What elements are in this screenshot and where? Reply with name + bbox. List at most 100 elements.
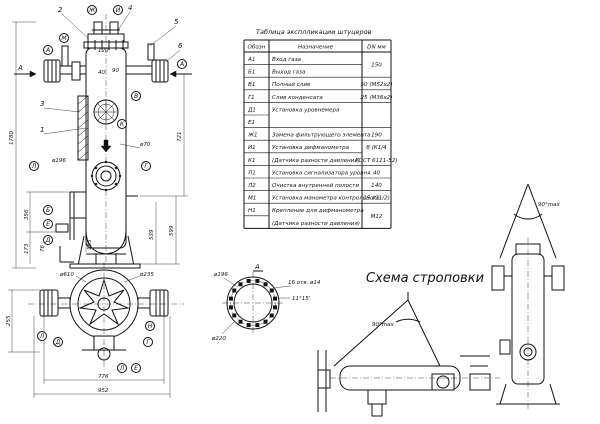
dim-1780-label: 1780: [9, 131, 15, 145]
bubble-g: Г: [144, 163, 148, 170]
bolt-hole: [255, 323, 260, 328]
plan-bubble-l2: Л: [119, 365, 125, 372]
table-row-7-name: Установка дифманометра: [272, 145, 350, 151]
bolt-hole: [273, 296, 278, 301]
bolt-hole: [232, 288, 237, 293]
bubble-i: И: [116, 7, 121, 14]
dim-721-label: 721: [177, 132, 183, 143]
bubble-b: Б: [46, 207, 50, 214]
top-nozzle-right: [109, 21, 119, 35]
bubble-a-right: А: [179, 61, 184, 68]
lifting-vertical: 90°max: [491, 183, 565, 410]
detail-dia220-label: ø220: [211, 336, 226, 342]
bolt-hole: [273, 305, 278, 310]
plan-bubble-g: Г: [146, 339, 150, 346]
plan-flange-right: [149, 289, 169, 317]
table-row-6-code: Ж1: [247, 133, 258, 139]
plan-dia235-label: ø235: [139, 272, 154, 278]
table-row-2-code: В1: [248, 82, 255, 88]
dim-599: 599: [140, 195, 188, 265]
dim-90-label: 90: [112, 68, 119, 74]
bubble-zh: Ж: [88, 7, 96, 14]
plan-bubble-e: Е: [134, 365, 138, 372]
table-row-4-code: Д1: [247, 107, 256, 113]
bolt-hole: [246, 323, 251, 328]
plan-bubble-d: Д: [55, 339, 61, 346]
table-header-dn: DN мм: [367, 45, 386, 51]
elevation-view: 1780 721 599 539 356 173 18: [9, 4, 192, 269]
bolt-hole: [238, 319, 243, 324]
bolt-hole: [255, 278, 260, 283]
inlet-collar: [71, 61, 81, 81]
dim-356: 356: [24, 191, 70, 232]
dim-dia70-label: ø70: [139, 142, 151, 148]
detail-a: А ø196 ø220 16 отв. ø14 11°15': [211, 263, 321, 342]
lifting-scheme: Схема строповки 90°max 90°max: [317, 183, 565, 417]
dim-185: 185: [85, 236, 93, 252]
bubble-l: Л: [31, 163, 37, 170]
outlet-pipe: [125, 65, 153, 75]
table-row-9-name: Установка сигнализатора уровня: [272, 170, 371, 176]
nozzle-right-top: [147, 43, 155, 61]
section-mark-left-label: А: [17, 64, 23, 72]
callout-5: 5: [174, 18, 179, 26]
table-row-8-dn: ГОСТ 6111-52): [355, 158, 397, 164]
table-row-5-code: Е1: [248, 120, 255, 126]
dim-776-label: 776: [98, 374, 109, 380]
table-row-12-name: Крепление для дифманометра: [272, 208, 364, 214]
dim-185-label: 185: [87, 239, 93, 250]
bubble-k: К: [120, 121, 125, 128]
table-row-6-dn: 190: [371, 133, 382, 139]
callout-4: 4: [128, 4, 132, 12]
table-header-name: Назначение: [298, 45, 334, 51]
filter-element: [77, 95, 89, 161]
detail-a-title: А: [254, 263, 260, 271]
callout-2: 2: [58, 6, 63, 14]
detail-dia196-label: ø196: [213, 272, 228, 278]
bubble-e: Е: [46, 221, 50, 228]
plan-dia610-label: ø610: [59, 272, 74, 278]
bolt-hole: [232, 313, 237, 318]
manhole-nozzle: [90, 160, 122, 192]
top-nozzle-left: [93, 21, 103, 35]
table-row-8-name: (Датчика разности давления): [272, 158, 360, 164]
table-row-7-code: И1: [248, 145, 256, 151]
table-row-1-code: Б1: [248, 70, 255, 76]
table-row-3-name: Слив конденсата: [272, 95, 323, 101]
lifting-angle-left: 90°max: [372, 322, 394, 328]
table-row-10-name: Очистка внутренней полости: [272, 183, 359, 189]
bubble-m: М: [61, 35, 67, 42]
dim-599-label: 599: [169, 225, 175, 236]
table-row-11-code: М1: [248, 196, 256, 202]
lifting-horizontal: 90°max: [317, 292, 500, 417]
table-row-7-dn: 8 (К1/4: [366, 145, 387, 151]
bolt-hole: [238, 282, 243, 287]
dim-40-label: 40: [98, 70, 105, 76]
table-row-8-code: К1: [248, 158, 256, 164]
bolt-hole: [269, 313, 274, 318]
lifting-vertical-flange-right: [551, 265, 565, 291]
table-row-3-dn: 25 (М36х2): [360, 95, 392, 101]
lifting-title: Схема строповки: [366, 271, 484, 286]
table-header-code: Обозн: [248, 45, 266, 51]
table-row-0-name: Вход газа: [272, 57, 302, 63]
dim-dia196-label: ø196: [51, 158, 66, 164]
dim-120-label: 120: [98, 48, 109, 54]
bolt-hole: [228, 296, 233, 301]
plan-view: ø610 ø235 255 776 952 Л Д Л Е Н Г: [6, 262, 184, 398]
detail-angle-label: 11°15': [292, 296, 310, 302]
table-row-12-code: Н1: [248, 208, 256, 214]
table-row-1-name: Выход газа: [272, 70, 306, 76]
dim-952-label: 952: [98, 388, 109, 394]
table-row-2-dn: 50 (М52х2): [360, 82, 392, 88]
bolt-hole: [269, 288, 274, 293]
table-row-13-name: (Датчика разности давления): [272, 221, 360, 227]
plan-bubble-n: Н: [148, 323, 153, 330]
lifting-angle-right: 90°max: [538, 202, 560, 208]
callout-1: 1: [40, 126, 44, 134]
plan-bubble-l1: Л: [39, 333, 45, 340]
table-row-9-code: Л1: [247, 170, 256, 176]
table-row-2-name: Полный слив: [272, 82, 310, 88]
